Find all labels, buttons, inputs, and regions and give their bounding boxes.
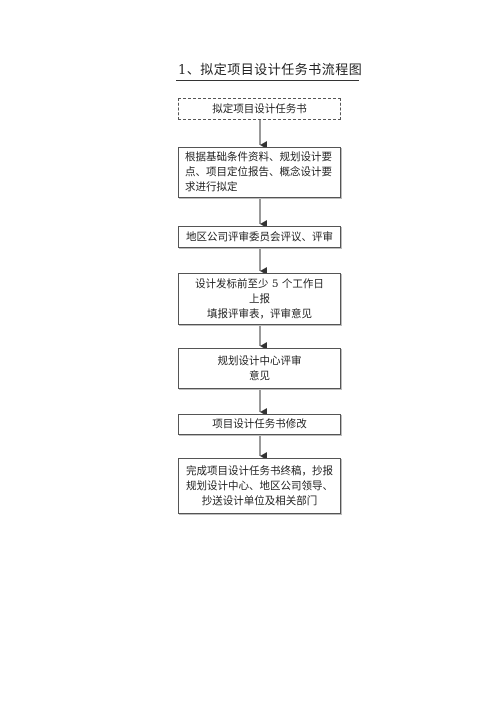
flow-step-center-review: 规划设计中心评审 意见: [178, 348, 341, 389]
flow-step-finalize: 完成项目设计任务书终稿，抄报 规划设计中心、地区公司领导、 抄送设计单位及相关部…: [178, 458, 341, 514]
page-title: 1、拟定项目设计任务书流程图: [178, 63, 363, 78]
flow-step-revise: 项目设计任务书修改: [178, 414, 341, 435]
flow-step-draft: 拟定项目设计任务书: [178, 98, 341, 120]
title-underline: [176, 80, 359, 81]
flow-step-basis: 根据基础条件资料、规划设计要 点、项目定位报告、概念设计要 求进行拟定: [178, 147, 341, 198]
flow-step-submit-review-form: 设计发标前至少 5 个工作日 上报 填报评审表，评审意见: [178, 273, 341, 325]
flow-step-regional-review: 地区公司评审委员会评议、评审: [178, 226, 341, 248]
